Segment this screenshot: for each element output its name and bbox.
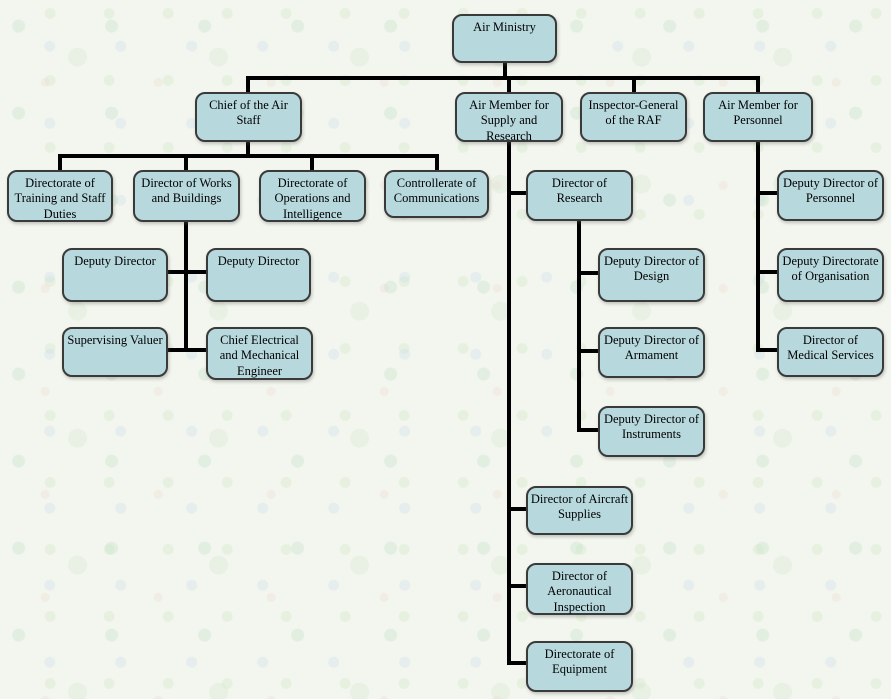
connector-line bbox=[310, 154, 314, 170]
connector-line bbox=[168, 348, 206, 352]
org-node-director-works-buildings: Director of Works and Buildings bbox=[133, 170, 240, 222]
connector-line bbox=[756, 142, 760, 352]
org-node-director-aircraft-supplies: Director of Aircraft Supplies bbox=[526, 486, 633, 535]
org-node-directorate-training-staff-duties: Directorate of Training and Staff Duties bbox=[7, 170, 113, 222]
connector-line bbox=[184, 154, 188, 170]
org-node-chief-of-the-air-staff: Chief of the Air Staff bbox=[195, 92, 302, 142]
org-node-label: Deputy Directorate of Organisation bbox=[782, 254, 879, 284]
connector-line bbox=[507, 191, 526, 195]
org-node-label: Director of Aeronautical Inspection bbox=[547, 569, 612, 614]
org-node-air-member-supply-research: Air Member for Supply and Research bbox=[455, 92, 563, 143]
org-node-controllerate-communications: Controllerate of Communications bbox=[384, 170, 489, 218]
org-node-deputy-directorate-organisation: Deputy Directorate of Organisation bbox=[777, 248, 884, 302]
connector-line bbox=[577, 349, 598, 353]
connector-line bbox=[503, 63, 507, 78]
org-node-deputy-director-personnel: Deputy Director of Personnel bbox=[777, 170, 884, 221]
connector-line bbox=[756, 270, 777, 274]
org-node-label: Director of Medical Services bbox=[787, 333, 874, 363]
org-node-label: Deputy Director of Armament bbox=[603, 333, 700, 363]
org-node-chief-electrical-mechanical-engineer: Chief Electrical and Mechanical Engineer bbox=[206, 327, 313, 380]
org-node-air-ministry: Air Ministry bbox=[452, 14, 557, 63]
org-node-label: Deputy Director of Instruments bbox=[603, 412, 700, 442]
org-node-directorate-equipment: Directorate of Equipment bbox=[526, 641, 633, 692]
connector-line bbox=[507, 584, 526, 588]
org-node-label: Directorate of Equipment bbox=[544, 647, 615, 677]
org-node-label: Air Member for Personnel bbox=[718, 98, 798, 128]
org-node-deputy-director-instruments: Deputy Director of Instruments bbox=[598, 406, 705, 457]
org-node-deputy-director-design: Deputy Director of Design bbox=[598, 248, 705, 302]
connector-line bbox=[507, 661, 526, 665]
org-node-label: Director of Aircraft Supplies bbox=[530, 492, 629, 522]
connector-line bbox=[507, 142, 511, 665]
connector-line bbox=[577, 221, 581, 432]
connector-line bbox=[577, 428, 598, 432]
org-node-label: Directorate of Operations and Intelligen… bbox=[274, 176, 351, 221]
org-node-label: Directorate of Training and Staff Duties bbox=[14, 176, 106, 221]
org-node-label: Controllerate of Communications bbox=[393, 176, 480, 206]
connector-line bbox=[507, 507, 526, 511]
org-node-label: Deputy Director of Personnel bbox=[782, 176, 879, 206]
connector-line bbox=[756, 348, 777, 352]
org-node-label: Inspector-General of the RAF bbox=[588, 98, 679, 128]
connector-line bbox=[58, 154, 439, 158]
org-node-supervising-valuer: Supervising Valuer bbox=[62, 327, 168, 377]
org-node-inspector-general-raf: Inspector-General of the RAF bbox=[580, 92, 687, 142]
org-node-deputy-director-1: Deputy Director bbox=[62, 248, 168, 302]
org-node-label: Air Ministry bbox=[473, 20, 536, 34]
org-node-label: Chief of the Air Staff bbox=[209, 98, 288, 128]
connector-line bbox=[756, 76, 760, 92]
org-node-director-medical-services: Director of Medical Services bbox=[777, 327, 884, 377]
org-node-air-member-personnel: Air Member for Personnel bbox=[703, 92, 813, 142]
org-node-deputy-director-armament: Deputy Director of Armament bbox=[598, 327, 705, 378]
org-node-label: Deputy Director of Design bbox=[603, 254, 700, 284]
connector-line bbox=[435, 154, 439, 170]
connector-line bbox=[58, 154, 62, 170]
org-node-label: Director of Works and Buildings bbox=[141, 176, 232, 206]
org-node-label: Chief Electrical and Mechanical Engineer bbox=[219, 333, 300, 378]
org-node-label: Deputy Director bbox=[74, 254, 156, 268]
org-node-director-research: Director of Research bbox=[526, 170, 633, 221]
org-node-label: Air Member for Supply and Research bbox=[469, 98, 549, 143]
connector-line bbox=[507, 76, 511, 92]
org-node-label: Supervising Valuer bbox=[67, 333, 163, 347]
connector-line bbox=[184, 222, 188, 352]
connector-line bbox=[756, 191, 777, 195]
connector-line bbox=[246, 142, 250, 158]
org-node-director-aeronautical-inspection: Director of Aeronautical Inspection bbox=[526, 563, 633, 615]
connector-line bbox=[632, 76, 636, 92]
org-node-label: Deputy Director bbox=[217, 254, 300, 268]
connector-line bbox=[577, 271, 598, 275]
org-node-label: Director of Research bbox=[551, 176, 608, 206]
org-node-directorate-operations-intelligence: Directorate of Operations and Intelligen… bbox=[259, 170, 366, 222]
connector-line bbox=[168, 270, 206, 274]
org-node-deputy-director-2: Deputy Director bbox=[206, 248, 311, 302]
connector-line bbox=[246, 76, 760, 80]
connector-line bbox=[246, 76, 250, 92]
